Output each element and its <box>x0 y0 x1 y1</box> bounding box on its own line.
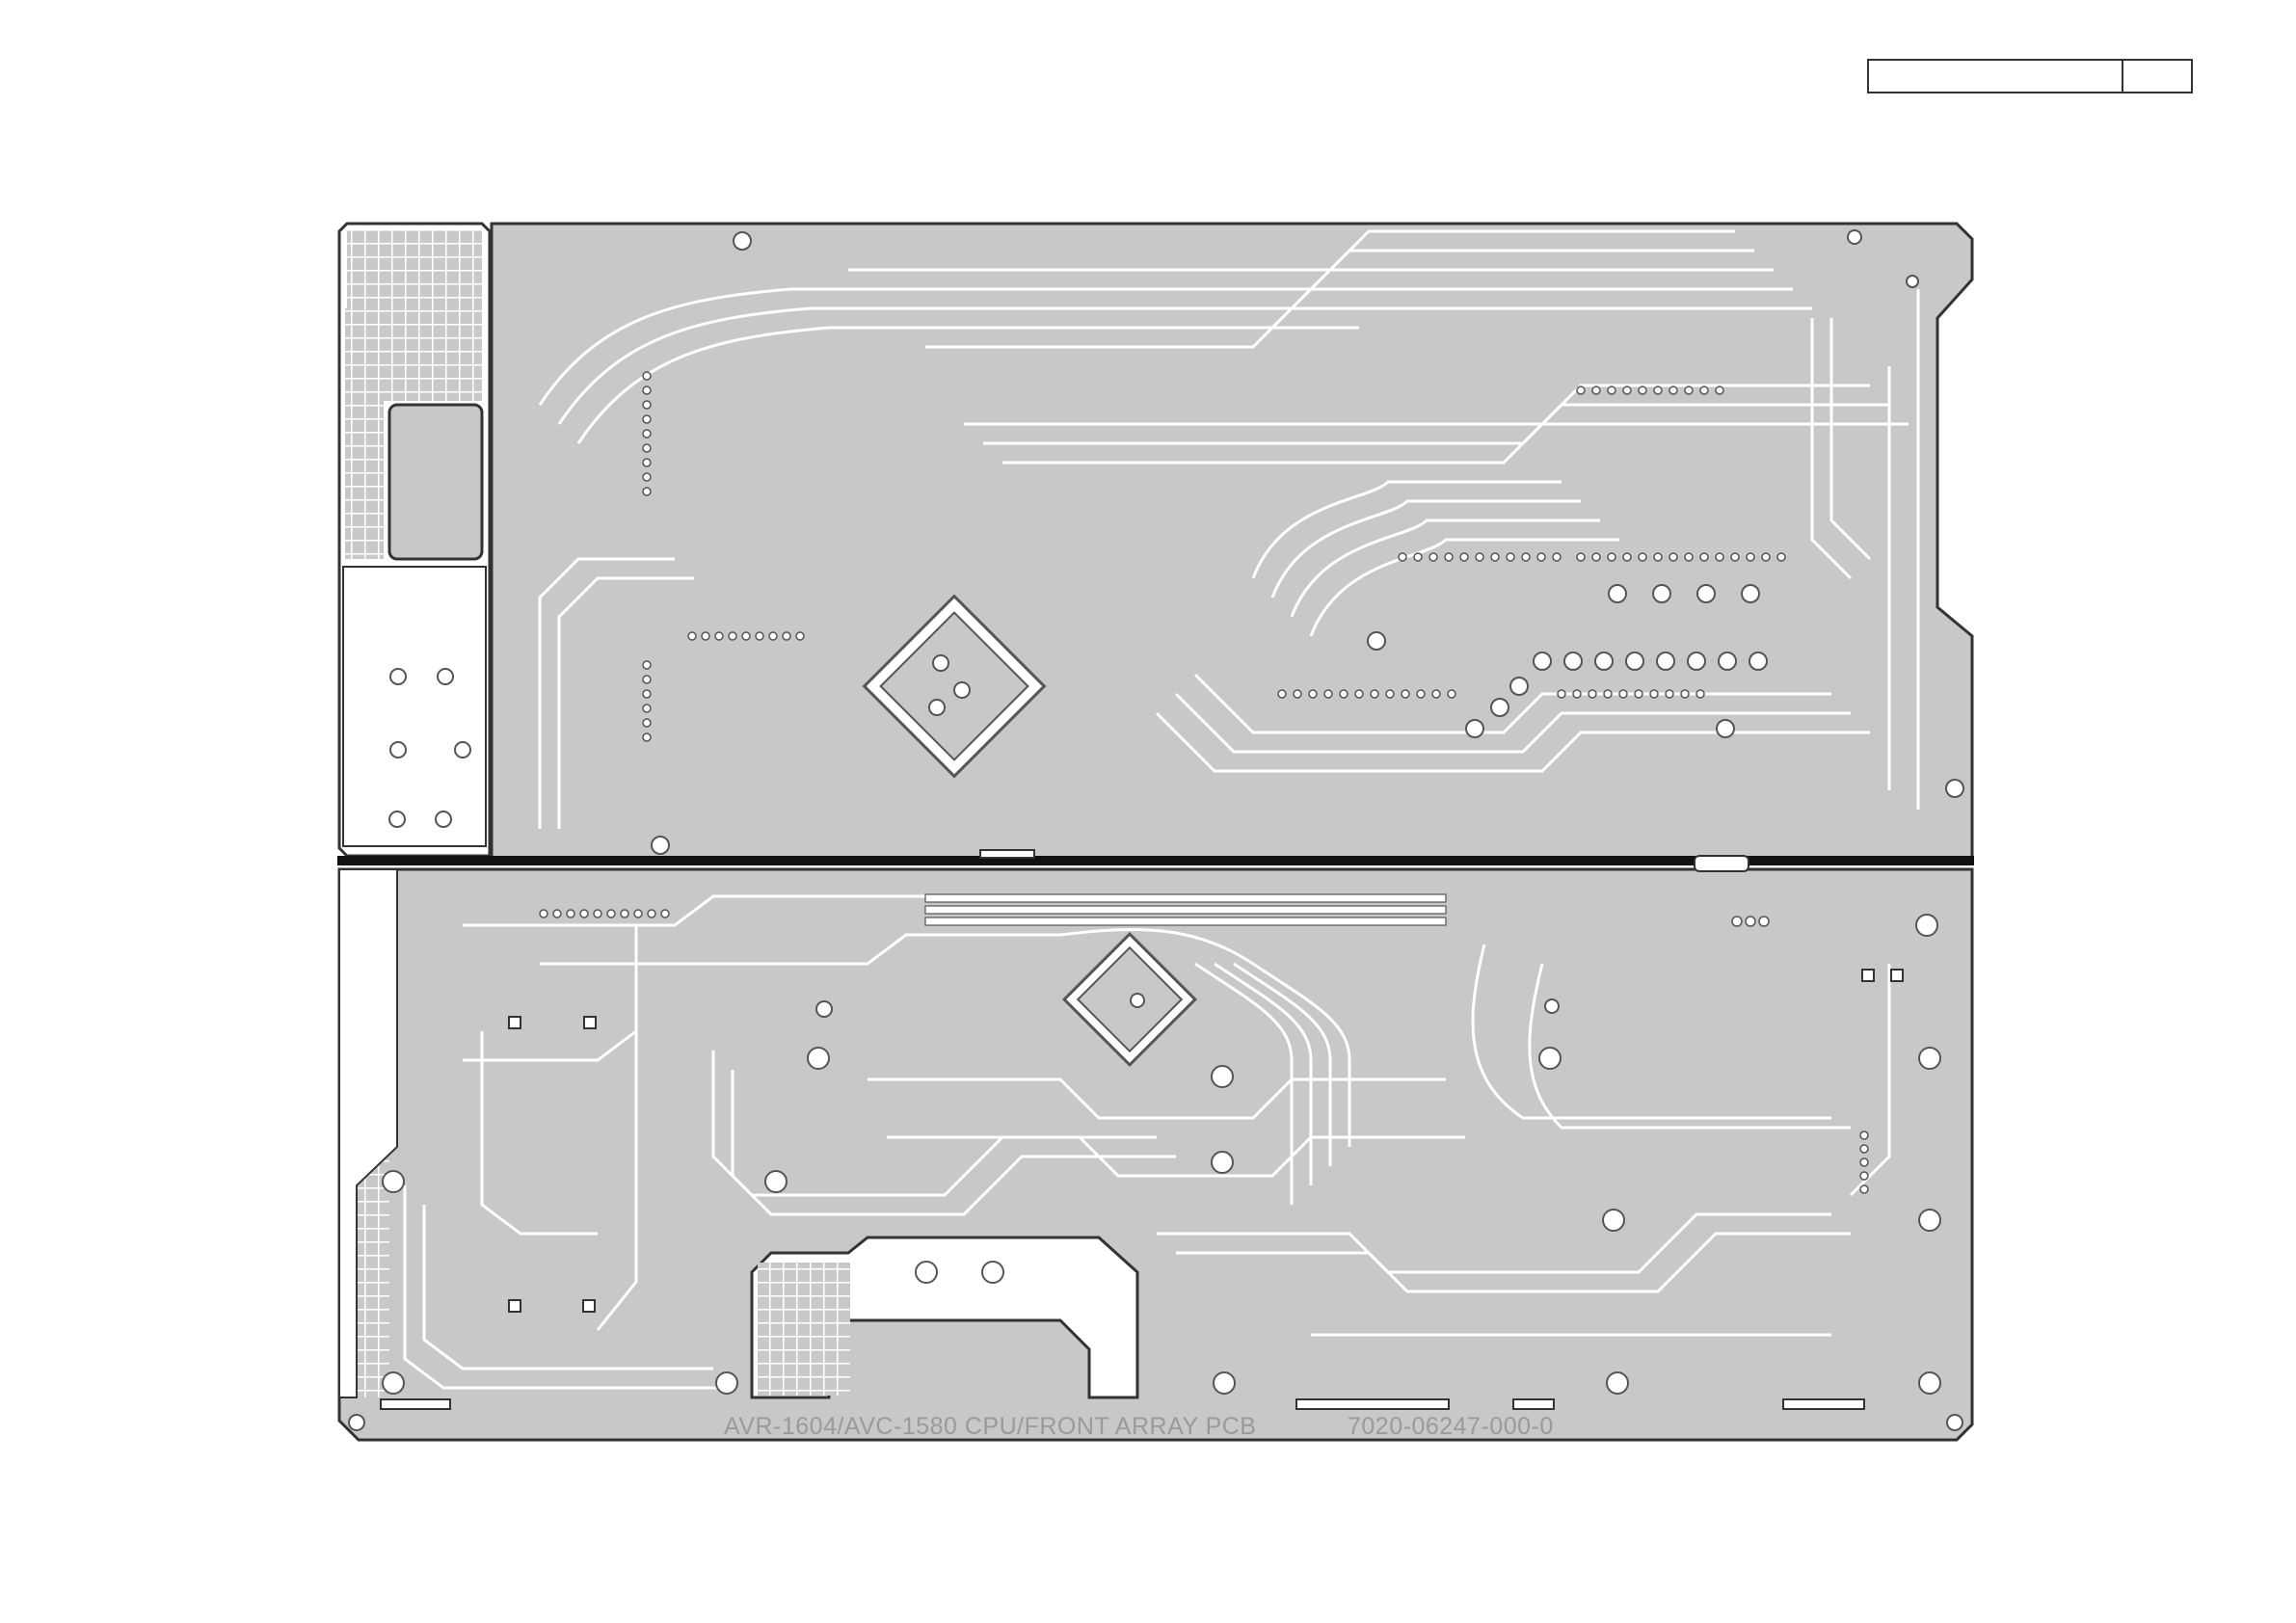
lower-mount-hole-9 <box>1603 1210 1624 1231</box>
lower-mount-hole-3 <box>1212 1066 1233 1087</box>
upper-pad-large-17 <box>1368 632 1385 650</box>
upper-mount-hole-2 <box>652 837 669 854</box>
lower-board <box>339 850 1972 1440</box>
upper-mount-hole-3 <box>1946 780 1963 797</box>
lower-mount-hole-2 <box>808 1048 829 1069</box>
lower-left-strip <box>355 1205 389 1397</box>
upper-pad-large-11 <box>1719 652 1736 670</box>
upper-pad-large-16 <box>1717 720 1734 737</box>
lower-board-outline <box>339 869 1972 1440</box>
upper-pad-large-5 <box>1534 652 1551 670</box>
lower-mount-hole-1 <box>1916 915 1937 936</box>
lower-header-strip <box>925 894 1446 925</box>
upper-pad-large-14 <box>1491 699 1508 716</box>
lower-mount-hole-10 <box>1919 1210 1940 1231</box>
upper-pad-row-ic <box>688 632 804 640</box>
lower-mount-hole-8 <box>383 1171 404 1192</box>
lower-mount-hole-12 <box>982 1262 1003 1283</box>
lower-qfp-pad <box>1131 994 1144 1007</box>
lower-square-pad-4 <box>583 1300 595 1312</box>
edge-tab-1 <box>381 1399 450 1409</box>
lower-corner-hole-1 <box>349 1415 364 1430</box>
lower-corner-hole-2 <box>1947 1415 1962 1430</box>
lower-mount-hole-15 <box>1214 1372 1235 1394</box>
lower-mount-hole-13 <box>383 1372 404 1394</box>
upper-mount-hole-5 <box>1907 276 1918 287</box>
upper-left-pad-1 <box>390 669 406 684</box>
edge-tab-2 <box>1296 1399 1449 1409</box>
lower-mount-hole-4 <box>1539 1048 1561 1069</box>
upper-left-open-area <box>343 567 486 846</box>
upper-pad-large-12 <box>1749 652 1767 670</box>
edge-tab-3 <box>1513 1399 1554 1409</box>
lower-pad-1 <box>1545 999 1559 1013</box>
upper-cpu-pad-c <box>929 700 945 715</box>
upper-cpu-pad-a <box>933 655 948 671</box>
upper-cpu-pad-b <box>954 682 970 698</box>
lower-mount-hole-5 <box>1919 1048 1940 1069</box>
lower-mount-hole-16 <box>1607 1372 1628 1394</box>
edge-tab-5 <box>1695 856 1749 871</box>
upper-pad-large-10 <box>1688 652 1705 670</box>
lower-square-pad-2 <box>584 1017 596 1028</box>
lower-pad-2 <box>816 1001 832 1017</box>
upper-pad-large-3 <box>1697 585 1715 602</box>
upper-pad-large-4 <box>1742 585 1759 602</box>
upper-pad-large-1 <box>1609 585 1626 602</box>
pcb-name-caption: AVR-1604/AVC-1580 CPU/FRONT ARRAY PCB <box>724 1413 1256 1441</box>
upper-main-outline <box>492 224 1972 858</box>
upper-pad-large-15 <box>1466 720 1483 737</box>
lower-square-pad-5 <box>1862 970 1874 981</box>
upper-left-pad-4 <box>455 742 470 758</box>
upper-pad-large-8 <box>1626 652 1643 670</box>
lower-mount-hole-7 <box>1212 1152 1233 1173</box>
upper-left-pad-5 <box>389 812 405 827</box>
upper-left-pad-2 <box>438 669 453 684</box>
lower-mount-hole-6 <box>765 1171 787 1192</box>
upper-mount-hole-4 <box>1848 230 1861 244</box>
upper-left-strip <box>345 308 384 559</box>
lower-bottom-grid <box>758 1263 850 1396</box>
lower-square-pad-3 <box>509 1300 521 1312</box>
upper-left-module <box>389 405 482 559</box>
upper-left-pad-6 <box>436 812 451 827</box>
lower-mount-hole-14 <box>716 1372 737 1394</box>
upper-pad-large-6 <box>1564 652 1582 670</box>
upper-board <box>337 224 1974 865</box>
upper-pad-large-13 <box>1510 678 1528 695</box>
upper-pad-large-7 <box>1595 652 1613 670</box>
lower-square-pad-1 <box>509 1017 521 1028</box>
lower-square-pad-6 <box>1891 970 1903 981</box>
upper-left-pad-3 <box>390 742 406 758</box>
edge-tab-4 <box>1783 1399 1864 1409</box>
lower-mount-hole-11 <box>916 1262 937 1283</box>
upper-pad-large-2 <box>1653 585 1670 602</box>
upper-pad-large-9 <box>1657 652 1674 670</box>
edge-tab-6 <box>980 850 1034 858</box>
upper-mount-hole-1 <box>734 232 751 250</box>
lower-mount-hole-17 <box>1919 1372 1940 1394</box>
part-number-caption: 7020-06247-000-0 <box>1348 1413 1554 1441</box>
